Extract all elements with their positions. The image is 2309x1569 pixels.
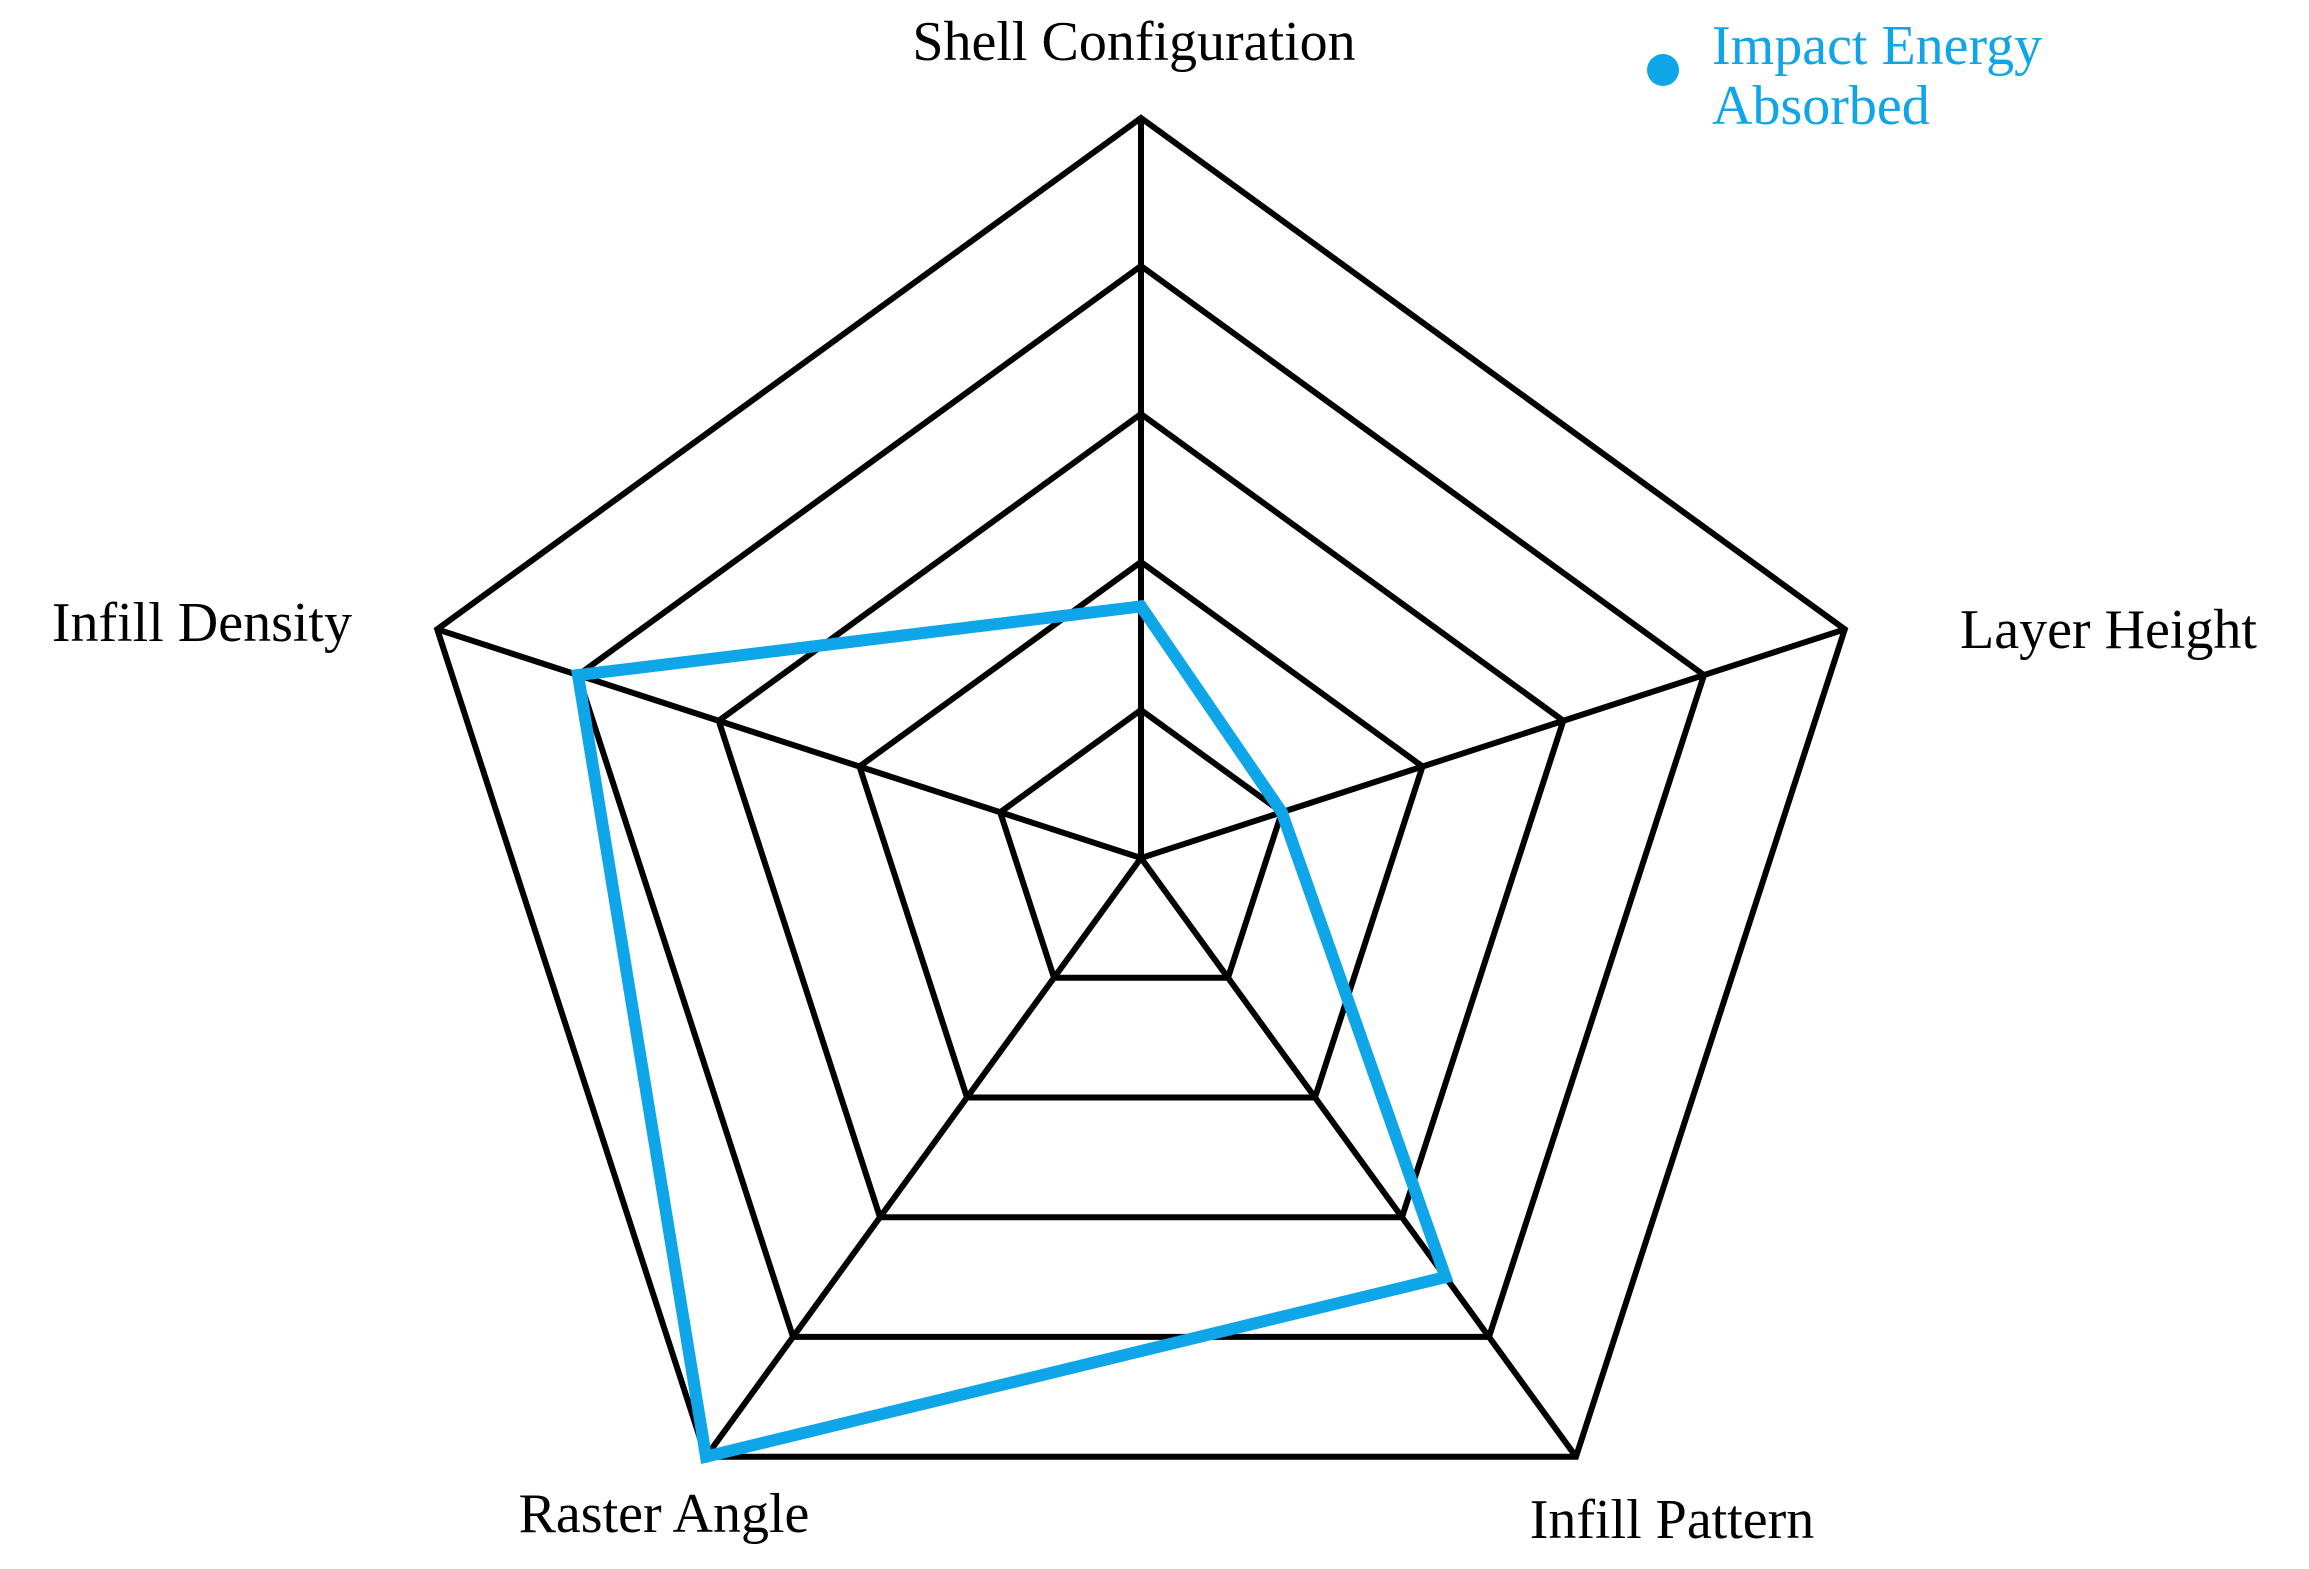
legend-marker [1647,54,1679,86]
series-line-1 [571,600,1454,1465]
axis-spoke-5 [436,626,1142,861]
grid-ring-2 [855,558,1427,1101]
axis-label-2: Layer Height [1960,599,2257,661]
series-point-2 [1275,806,1288,819]
grid-ring-1 [996,706,1286,981]
axis-spoke-3 [1138,856,1579,1459]
series-point-3 [1439,1271,1452,1284]
grid-layer [433,114,1849,1460]
axis-label-3: Infill Pattern [1530,1489,1815,1551]
grid-ring-5 [433,114,1849,1460]
axis-label-1: Shell Configuration [912,11,1355,73]
grid-ring-3 [715,410,1567,1221]
series-point-1 [1135,600,1147,613]
axis-spoke-2 [1140,626,1846,861]
axis-label-4: Raster Angle [519,1483,810,1545]
series-layer [571,600,1454,1465]
axis-spoke-4 [703,856,1144,1459]
axis-label-5: Infill Density [52,592,352,654]
series-point-4 [700,1450,712,1463]
series-point-5 [572,669,584,682]
grid-ring-4 [574,262,1708,1340]
